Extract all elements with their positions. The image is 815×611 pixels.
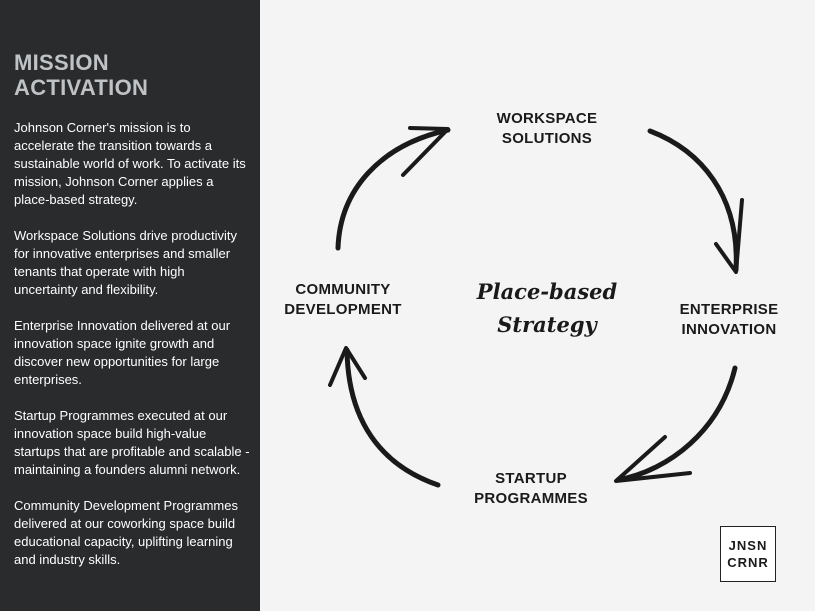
node-startup-programmes: STARTUP PROGRAMMES [456, 469, 606, 509]
node-startup-line1: STARTUP [495, 470, 567, 487]
center-label-line2: Strategy [497, 312, 597, 337]
node-community-line1: COMMUNITY [295, 281, 391, 298]
node-enterprise-innovation: ENTERPRISE INNOVATION [654, 300, 804, 340]
arrow-community-to-workspace [335, 127, 451, 251]
arrow-workspace-to-enterprise [647, 128, 739, 273]
node-startup-line2: PROGRAMMES [474, 490, 588, 507]
node-community-development: COMMUNITY DEVELOPMENT [268, 280, 418, 320]
sidebar-title-line2: ACTIVATION [14, 75, 149, 100]
arrow-enterprise-to-startup [615, 365, 738, 483]
arrowhead-startup [614, 435, 692, 483]
node-workspace-line2: SOLUTIONS [501, 130, 593, 147]
paragraph-community: Community Development Programmes deliver… [14, 498, 238, 567]
cycle-arrows [328, 126, 744, 488]
arrow-startup-to-community [344, 347, 441, 488]
center-label: Place-based Strategy [447, 275, 647, 341]
arrowhead-enterprise [714, 198, 744, 274]
node-enterprise-line2: INNOVATION [681, 321, 777, 338]
node-workspace-solutions: WORKSPACE SOLUTIONS [472, 109, 622, 149]
node-workspace-line1: WORKSPACE [496, 110, 598, 127]
sidebar-title: MISSION ACTIVATION [14, 50, 250, 100]
jnsn-crnr-logo: JNSN CRNR [720, 526, 776, 582]
logo-line1: JNSN [728, 538, 768, 553]
paragraph-startup: Startup Programmes executed at our innov… [14, 408, 250, 477]
sidebar-title-line1: MISSION [14, 50, 109, 75]
paragraph-workspace: Workspace Solutions drive productivity f… [14, 228, 238, 297]
node-community-line2: DEVELOPMENT [284, 301, 402, 318]
diagram-area: WORKSPACE SOLUTIONS ENTERPRISE INNOVATIO… [260, 0, 815, 611]
sidebar-panel: MISSION ACTIVATION Johnson Corner's miss… [0, 0, 260, 611]
logo-line2: CRNR [727, 555, 769, 570]
arrowhead-community [328, 346, 367, 387]
arrowhead-workspace [401, 126, 450, 177]
paragraph-enterprise: Enterprise Innovation delivered at our i… [14, 318, 231, 387]
center-label-line1: Place-based [476, 279, 618, 304]
paragraph-mission: Johnson Corner's mission is to accelerat… [14, 120, 246, 207]
node-enterprise-line1: ENTERPRISE [679, 301, 779, 318]
